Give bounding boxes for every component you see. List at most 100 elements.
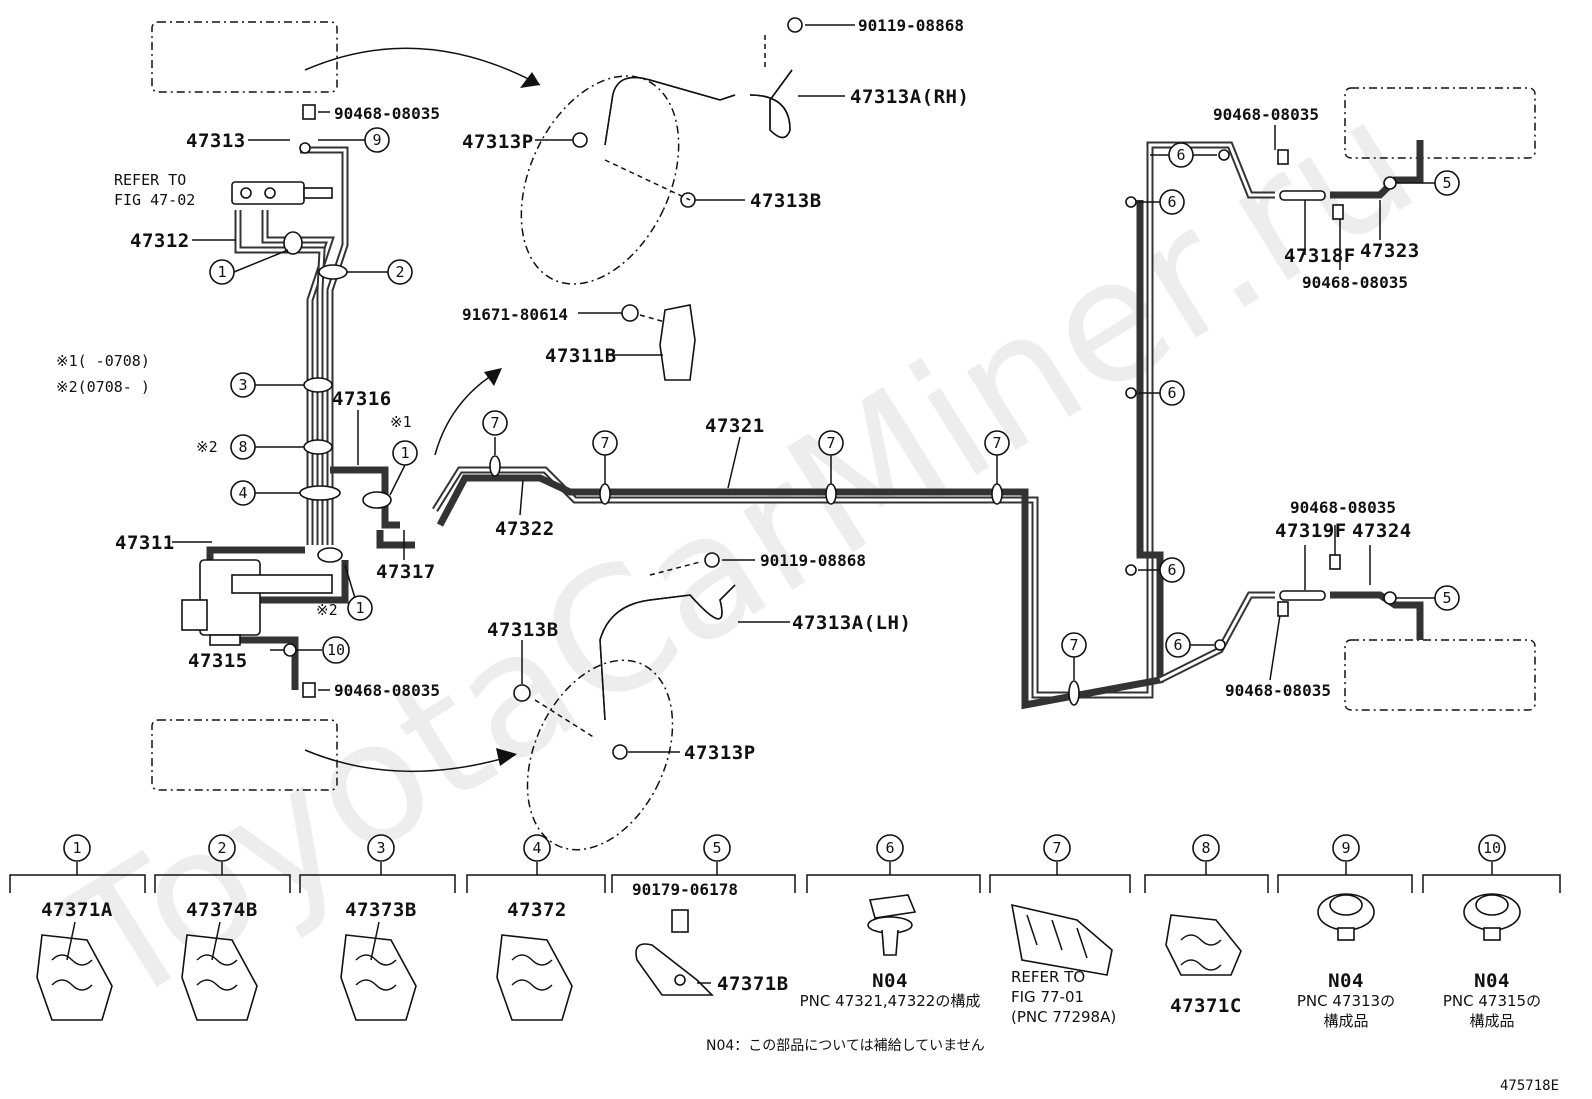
svg-text:3: 3 [238, 376, 247, 394]
direction-arrows [304, 47, 541, 773]
legend-number: 7 [1052, 839, 1061, 857]
svg-text:8: 8 [238, 438, 247, 456]
svg-text:10: 10 [327, 641, 345, 659]
legend-part-number: N04 [1328, 970, 1364, 992]
legend-description: REFER TO [1011, 968, 1085, 986]
label-47324: 47324 [1352, 520, 1412, 542]
label-47313a-rh: 47313A(RH) [850, 86, 969, 108]
label-91671: 91671-80614 [462, 305, 568, 324]
pipe-clamps [283, 142, 1397, 706]
callout-10: 10 [322, 636, 350, 664]
callout-7d: 7 [984, 430, 1010, 456]
legend-number: 4 [532, 839, 541, 857]
legend-part-number: N04 [1474, 970, 1510, 992]
legend-number: 5 [712, 839, 721, 857]
legend-part-drawing [496, 934, 573, 1021]
svg-text:6: 6 [1167, 193, 1176, 211]
part-labels: 90119-08868 47313A(RH) 90468-08035 47313… [56, 16, 1420, 764]
label-90468-low: 90468-08035 [334, 681, 440, 700]
callout-9: 9 [364, 127, 390, 153]
label-90468-r2: 90468-08035 [1302, 273, 1408, 292]
label-90468-r4: 90468-08035 [1225, 681, 1331, 700]
legend-part-number: 47373B [345, 899, 417, 921]
label-47311: 47311 [115, 532, 175, 554]
svg-text:7: 7 [826, 434, 835, 452]
note-fig-47-02: FIG 47-02 [114, 191, 195, 209]
callout-3: 3 [230, 372, 256, 398]
svg-text:5: 5 [1442, 589, 1451, 607]
callout-1c: 1 [347, 595, 373, 621]
legend-number: 3 [376, 839, 385, 857]
label-47313: 47313 [186, 130, 246, 152]
svg-text:6: 6 [1176, 146, 1185, 164]
label-90468-r3: 90468-08035 [1290, 498, 1396, 517]
callout-6d: 6 [1159, 557, 1185, 583]
callout-6a: 6 [1168, 142, 1194, 168]
svg-text:1: 1 [400, 444, 409, 462]
label-47313p-low: 47313P [684, 742, 756, 764]
legend-number: 6 [885, 839, 894, 857]
legend-part-drawing [1317, 893, 1375, 941]
legend-part-drawing [36, 934, 113, 1021]
callout-6c: 6 [1159, 380, 1185, 406]
svg-text:1: 1 [217, 263, 226, 281]
legend-number: 1 [72, 839, 81, 857]
callout-1a: 1 [209, 259, 235, 285]
legend-description: (PNC 77298A) [1011, 1008, 1116, 1026]
legend-part-drawing [867, 894, 917, 956]
legend-part-number: N04 [872, 970, 908, 992]
svg-text:6: 6 [1167, 384, 1176, 402]
callout-5a: 5 [1434, 170, 1460, 196]
legend-part-number: 47371A [41, 899, 113, 921]
legend-part-number: 47371B [717, 973, 789, 995]
legend-part-number: 47371C [1170, 995, 1242, 1017]
legend-number: 8 [1201, 839, 1210, 857]
master-cylinder [231, 181, 333, 205]
note-mark1: ※1 [390, 413, 412, 431]
bracket-47311b [621, 304, 696, 381]
legend-part-number: 47374B [186, 899, 258, 921]
svg-text:2: 2 [395, 263, 404, 281]
label-47322: 47322 [495, 518, 555, 540]
figure-id: 475718E [1500, 1078, 1559, 1094]
callout-7a: 7 [482, 410, 508, 436]
note-range2: ※2(0708- ) [56, 378, 150, 396]
legend-item-4: 4 47372 [466, 834, 606, 1021]
label-47312: 47312 [130, 230, 190, 252]
callout-1b: 1 [392, 440, 418, 466]
label-47313a-lh: 47313A(LH) [792, 612, 911, 634]
svg-text:6: 6 [1173, 636, 1182, 654]
label-90119-low: 90119-08868 [760, 551, 866, 570]
callout-2: 2 [387, 259, 413, 285]
note-mark2b: ※2 [316, 601, 338, 619]
legend-part-drawing [1165, 914, 1242, 976]
callout-8: 8 [230, 434, 256, 460]
legend-number: 9 [1341, 839, 1350, 857]
svg-text:7: 7 [992, 434, 1001, 452]
callouts: 9 1 2 3 8 1 4 1 10 7 7 7 7 7 6 6 6 6 6 5… [209, 127, 1460, 664]
abs-actuator [181, 559, 333, 646]
label-47317: 47317 [376, 561, 436, 583]
legend-description: PNC 47313の [1297, 992, 1395, 1010]
legend-part-drawing [340, 934, 417, 1021]
callout-6e: 6 [1165, 632, 1191, 658]
svg-text:7: 7 [490, 414, 499, 432]
label-47319f: 47319F [1275, 520, 1347, 542]
callout-7e: 7 [1061, 632, 1087, 658]
legend-description: 構成品 [1323, 1012, 1368, 1030]
legend-part-number: 47372 [507, 899, 567, 921]
svg-text:1: 1 [355, 599, 364, 617]
legend-description: PNC 47315の [1443, 992, 1541, 1010]
legend-description: FIG 77-01 [1011, 988, 1084, 1006]
legend-part-drawing [635, 909, 714, 996]
svg-text:6: 6 [1167, 561, 1176, 579]
label-47323: 47323 [1360, 240, 1420, 262]
svg-text:4: 4 [238, 484, 247, 502]
front-hoses [513, 17, 803, 760]
